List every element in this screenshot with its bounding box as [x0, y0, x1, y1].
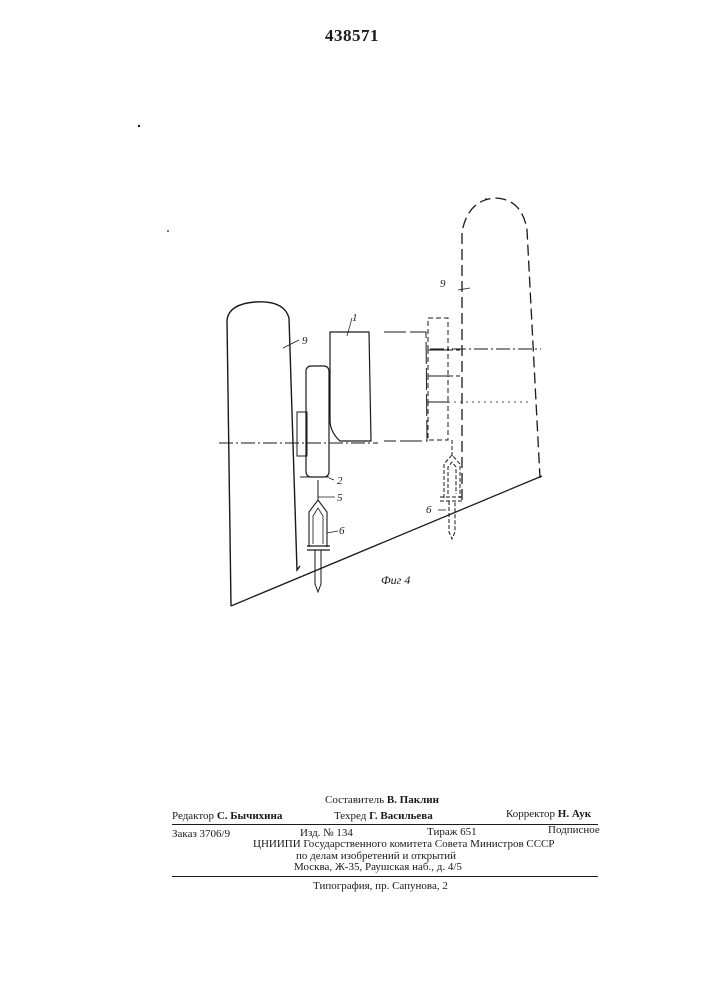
- part-1-extension: [384, 332, 427, 441]
- proofreader-line: Корректор Н. Аук: [506, 809, 591, 820]
- part-1-body: [330, 332, 371, 441]
- circulation: Тираж 651: [427, 827, 477, 838]
- divider-bottom: [172, 876, 598, 877]
- label-6-left: 6: [339, 525, 345, 537]
- label-5: 5: [337, 492, 343, 504]
- order-number: Заказ 3706/9: [172, 829, 230, 840]
- proofreader-name: Н. Аук: [558, 808, 591, 820]
- compiler-name: В. Паклин: [387, 794, 439, 806]
- figure-caption: Фиг 4: [381, 573, 410, 587]
- editor-label: Редактор: [172, 810, 214, 822]
- org-line-1: ЦНИИПИ Государственного комитета Совета …: [253, 839, 555, 850]
- part-2-disk: [306, 366, 329, 477]
- divider-top: [172, 824, 598, 825]
- label-9-right: 9: [440, 278, 446, 290]
- compiler-label: Составитель: [325, 794, 384, 806]
- proofreader-label: Корректор: [506, 808, 555, 820]
- address: Москва, Ж-35, Раушская наб., д. 4/5: [294, 862, 462, 873]
- probe-right: [440, 440, 464, 539]
- tech-editor-label: Техред: [334, 810, 366, 822]
- label-9-left: 9: [302, 335, 308, 347]
- label-6-right: 6: [426, 504, 432, 516]
- probe-left: [309, 500, 327, 547]
- editor-name: С. Бычихина: [217, 810, 283, 822]
- tech-editor-name: Г. Васильева: [369, 810, 433, 822]
- label-2: 2: [337, 475, 343, 487]
- dashed-stack: [428, 318, 460, 440]
- compiler-line: Составитель В. Паклин: [325, 795, 439, 806]
- printer: Типография, пр. Сапунова, 2: [313, 881, 448, 892]
- label-1: 1: [352, 312, 358, 324]
- tech-editor-line: Техред Г. Васильева: [334, 811, 433, 822]
- subscription: Подписное: [548, 825, 600, 836]
- left-wheel-outline: [227, 302, 300, 606]
- editor-line: Редактор С. Бычихина: [172, 811, 282, 822]
